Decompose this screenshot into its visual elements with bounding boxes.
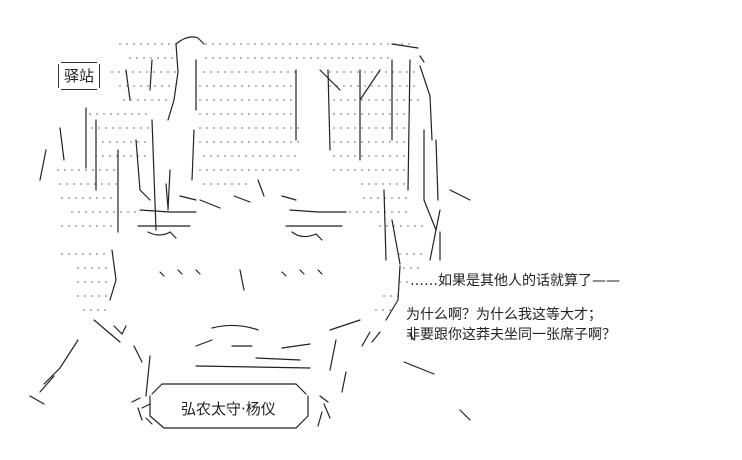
cheek-marks xyxy=(159,269,323,291)
dialogue-line-2: 为什么啊？为什么我这等大才； xyxy=(406,307,602,323)
hair-right-curl xyxy=(391,43,425,63)
head-outline xyxy=(39,43,471,265)
nameplate-frame xyxy=(131,383,331,429)
face-left-side xyxy=(109,249,117,301)
dialogue-line-1: ……如果是其他人的话就算了—— xyxy=(410,273,620,289)
right-eye xyxy=(257,179,347,241)
station-label-box: 驿站 xyxy=(58,62,101,90)
nameplate: 弘农太守·杨仪 xyxy=(155,384,315,432)
shoulders xyxy=(29,333,471,427)
mouth xyxy=(195,324,311,369)
nameplate-title: 弘农太守·杨仪 xyxy=(181,400,276,418)
dialogue-line-3: 非要跟你这莽夫坐同一张席子啊？ xyxy=(406,327,616,343)
left-eye xyxy=(137,183,197,239)
brow-stroke xyxy=(199,195,251,209)
jaw xyxy=(93,319,381,397)
hair-top-curl xyxy=(175,36,205,45)
face-right-side xyxy=(385,265,401,321)
station-label: 驿站 xyxy=(64,67,95,85)
